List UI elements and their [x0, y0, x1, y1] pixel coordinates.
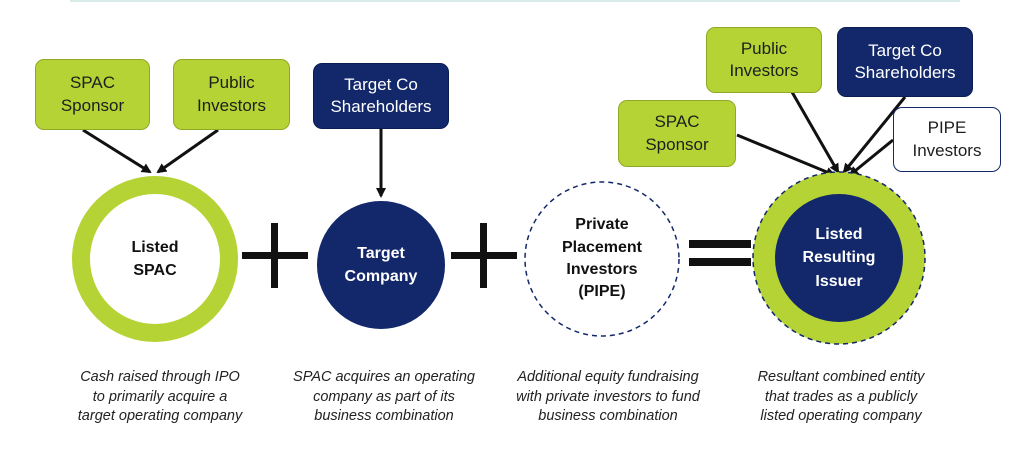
- box-line: SPAC: [654, 112, 700, 132]
- caption-pipe: Additional equity fundraising with priva…: [494, 368, 722, 427]
- resulting-issuer-label: Listed Resulting Issuer: [779, 208, 899, 308]
- top-rule: [70, 0, 960, 2]
- target-co-shareholders-right-box: Target Co Shareholders: [837, 27, 973, 97]
- equals-operator: [689, 240, 751, 266]
- arrow-spac-sponsor-to-issuer: [736, 133, 836, 177]
- resulting-issuer-circle: [775, 194, 903, 322]
- caption-line: to primarily acquire a: [92, 388, 228, 405]
- caption-line: Cash raised through IPO: [80, 369, 240, 385]
- caption-target-company: SPAC acquires an operating company as pa…: [276, 368, 492, 427]
- circle-line: Private: [575, 216, 629, 234]
- circle-line: Listed: [131, 238, 179, 256]
- circle-line: Company: [344, 268, 418, 285]
- box-line: PIPE: [927, 118, 967, 138]
- caption-line: Resultant combined entity: [757, 369, 925, 385]
- box-line: Investors: [729, 61, 799, 80]
- box-line: Sponsor: [60, 95, 125, 115]
- public-investors-right-box: Public Investors: [706, 27, 822, 93]
- box-line: Investors: [197, 95, 266, 115]
- caption-line: SPAC acquires an operating: [293, 369, 475, 385]
- spac-sponsor-right-box: SPAC Sponsor: [618, 100, 736, 167]
- box-line: Investors: [912, 140, 982, 160]
- circle-line: Investors: [566, 261, 638, 278]
- box-line: Target Co: [344, 74, 418, 94]
- plus-operator-1: [242, 223, 308, 288]
- target-co-shareholders-box: Target Co Shareholders: [313, 63, 449, 129]
- box-line: Sponsor: [645, 134, 709, 154]
- circle-line: Issuer: [815, 272, 863, 290]
- caption-line: target operating company: [77, 408, 243, 425]
- arrow-spac-sponsor-to-listed-spac: [82, 128, 152, 174]
- box-line: Shareholders: [854, 63, 956, 82]
- pipe-circle: [524, 181, 680, 337]
- public-investors-box: Public Investors: [173, 59, 290, 130]
- pipe-label: Private Placement Investors (PIPE): [532, 199, 672, 319]
- caption-line: business combination: [538, 408, 678, 425]
- box-line: Public: [740, 38, 788, 58]
- pipe-investors-box: PIPE Investors: [893, 107, 1001, 172]
- circle-line: SPAC: [133, 262, 177, 279]
- circle-line: Placement: [561, 238, 643, 256]
- caption-line: with private investors to fund: [516, 388, 700, 405]
- box-line: Public: [208, 73, 255, 93]
- circle-line: Listed: [815, 226, 863, 244]
- caption-line: business combination: [314, 408, 454, 425]
- target-company-circle: [317, 201, 445, 329]
- caption-line: Additional equity fundraising: [517, 369, 699, 385]
- caption-line: listed operating company: [760, 408, 922, 425]
- box-line: Shareholders: [330, 97, 432, 116]
- circle-line: (PIPE): [578, 283, 626, 301]
- listed-spac-label: Listed SPAC: [85, 219, 225, 299]
- caption-line: company as part of its: [313, 388, 455, 405]
- circle-line: Resulting: [802, 249, 876, 267]
- caption-resulting-issuer: Resultant combined entity that trades as…: [736, 368, 946, 427]
- arrow-pipe-investors-to-issuer: [848, 138, 894, 177]
- spac-sponsor-box: SPAC Sponsor: [35, 59, 150, 130]
- arrow-public-investors-to-issuer: [790, 91, 840, 174]
- plus-operator-2: [451, 223, 517, 288]
- caption-line: that trades as a publicly: [764, 388, 918, 405]
- listed-spac-circle: [72, 176, 238, 342]
- circle-line: Target: [357, 244, 405, 262]
- arrow-public-investors-to-listed-spac: [156, 128, 219, 174]
- box-line: SPAC: [69, 73, 116, 93]
- caption-listed-spac: Cash raised through IPO to primarily acq…: [55, 368, 265, 427]
- target-company-label: Target Company: [321, 225, 441, 305]
- box-line: Target Co: [868, 40, 942, 60]
